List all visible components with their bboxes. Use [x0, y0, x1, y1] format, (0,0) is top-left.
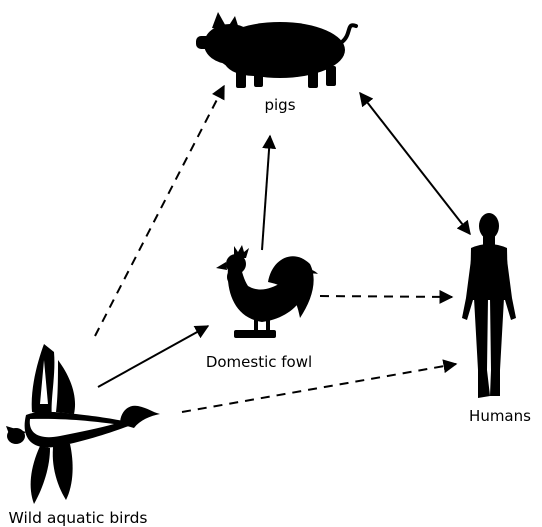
rooster-icon [216, 245, 318, 338]
arrow-domestic-fowl-to-humans [320, 296, 452, 297]
arrow-pigs-humans-bidirectional [360, 93, 470, 234]
domestic-fowl-label: Domestic fowl [206, 353, 312, 371]
human-icon [462, 213, 516, 398]
pig-icon [196, 12, 356, 88]
arrow-wild-birds-to-pigs [95, 86, 224, 336]
pigs-label: pigs [264, 96, 295, 114]
humans-label: Humans [469, 407, 531, 425]
wild-aquatic-birds-label: Wild aquatic birds [8, 509, 147, 527]
arrow-wild-birds-to-domestic-fowl [98, 326, 208, 387]
duck-icon [6, 344, 160, 504]
arrow-domestic-fowl-to-pigs [262, 136, 270, 250]
arrow-wild-birds-to-humans [182, 364, 456, 412]
